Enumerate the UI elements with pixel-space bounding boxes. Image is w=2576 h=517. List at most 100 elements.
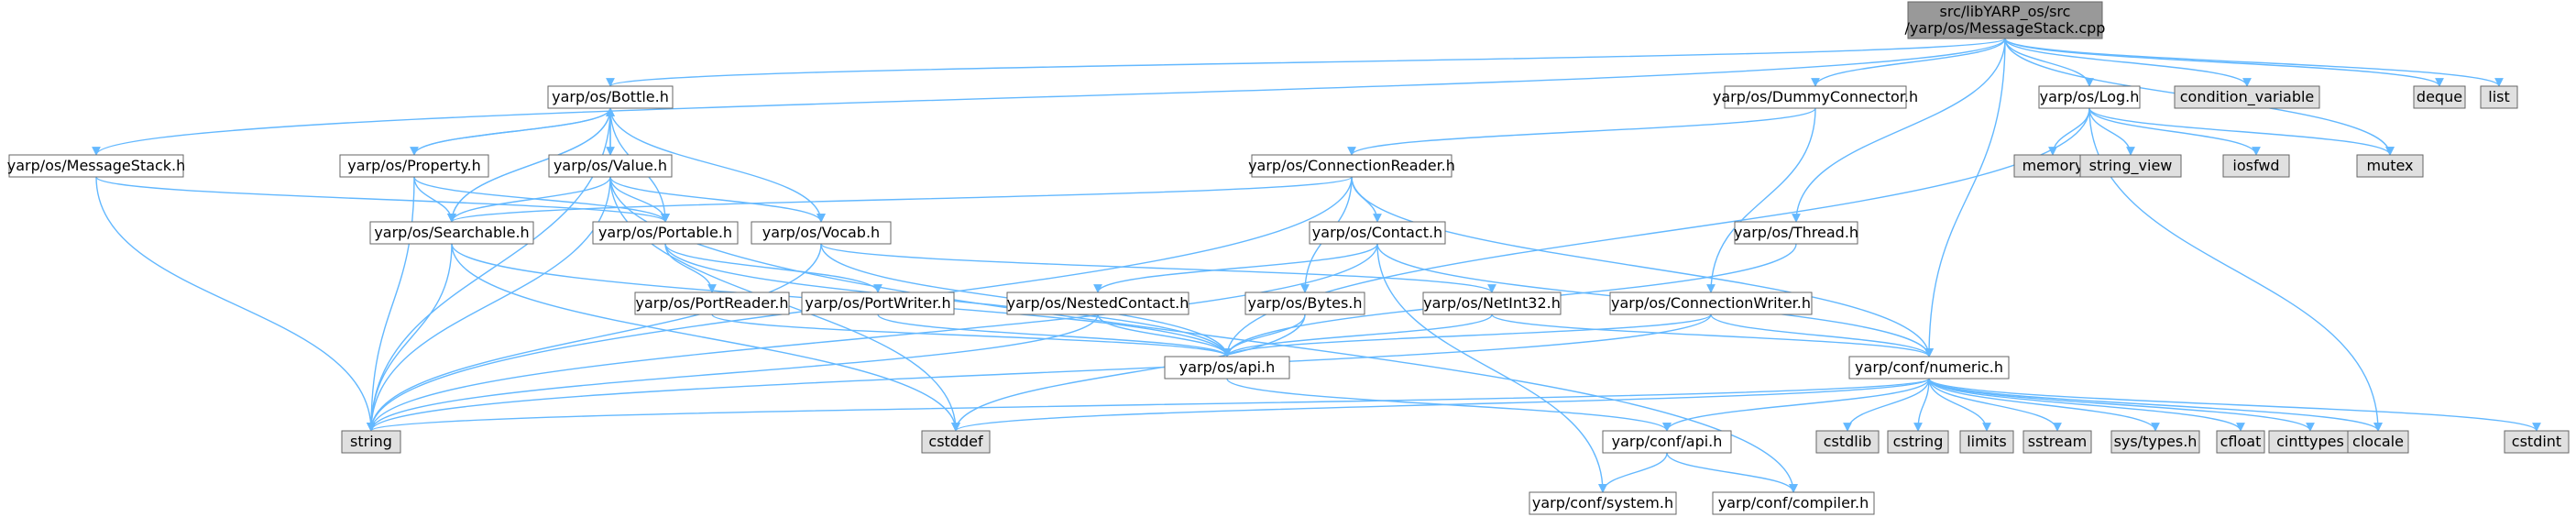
edge-numeric-to-clocale bbox=[1928, 378, 2383, 432]
node-box-limits bbox=[1959, 430, 2014, 454]
node-label-numeric: yarp/conf/numeric.h bbox=[1855, 358, 2003, 376]
node-connectionreader[interactable]: yarp/os/ConnectionReader.h bbox=[1248, 154, 1455, 178]
node-box-vocab bbox=[751, 221, 892, 245]
edge-root-to-numeric bbox=[1924, 38, 2006, 358]
edge-root-to-condition_variable bbox=[2004, 38, 2252, 87]
node-label-sstream: sstream bbox=[2028, 433, 2087, 450]
node-contact[interactable]: yarp/os/Contact.h bbox=[1309, 221, 1446, 245]
node-bottle[interactable]: yarp/os/Bottle.h bbox=[547, 85, 674, 109]
edge-root-to-dummyconnector bbox=[1811, 38, 2006, 87]
node-cfloat: cfloat bbox=[2216, 430, 2265, 454]
node-cstring: cstring bbox=[1887, 430, 1949, 454]
node-label-property: yarp/os/Property.h bbox=[347, 157, 481, 174]
dependency-edges bbox=[92, 38, 2541, 493]
edge-bytes-to-cstddef bbox=[951, 314, 1306, 432]
node-box-log bbox=[2038, 85, 2141, 109]
edge-numeric-to-cstddef bbox=[951, 378, 1930, 432]
node-value[interactable]: yarp/os/Value.h bbox=[548, 154, 673, 178]
node-box-compiler bbox=[1712, 491, 1875, 515]
node-box-memory bbox=[2013, 154, 2092, 178]
edge-property-to-portable bbox=[413, 176, 670, 223]
edge-log-to-mutex bbox=[2088, 107, 2395, 156]
node-log[interactable]: yarp/os/Log.h bbox=[2038, 85, 2141, 109]
node-condition_variable: condition_variable bbox=[2174, 85, 2320, 109]
node-system[interactable]: yarp/conf/system.h bbox=[1529, 491, 1677, 515]
node-label-condition_variable: condition_variable bbox=[2180, 88, 2315, 106]
node-dummyconnector[interactable]: yarp/os/DummyConnector.h bbox=[1713, 85, 1918, 109]
edge-numeric-to-sstream bbox=[1928, 378, 2062, 432]
node-label-cstddef: cstddef bbox=[928, 433, 983, 450]
node-label-contact: yarp/os/Contact.h bbox=[1312, 224, 1442, 241]
edge-root-to-deque bbox=[2004, 38, 2444, 87]
node-cinttypes: cinttypes bbox=[2268, 430, 2352, 454]
node-portable[interactable]: yarp/os/Portable.h bbox=[592, 221, 739, 245]
node-box-cinttypes bbox=[2268, 430, 2352, 454]
edge-portable-to-portwriter bbox=[664, 243, 882, 293]
node-label-portreader: yarp/os/PortReader.h bbox=[635, 294, 788, 312]
edge-portreader-to-api bbox=[711, 314, 1232, 358]
node-clocale: clocale bbox=[2347, 430, 2409, 454]
node-list: list bbox=[2480, 85, 2518, 109]
node-box-condition_variable bbox=[2174, 85, 2320, 109]
node-box-nestedcontact bbox=[1006, 292, 1189, 315]
node-connectionwriter[interactable]: yarp/os/ConnectionWriter.h bbox=[1609, 292, 1813, 315]
node-box-portreader bbox=[634, 292, 790, 315]
node-label-bottle: yarp/os/Bottle.h bbox=[552, 88, 669, 105]
node-root[interactable]: src/libYARP_os/src/yarp/os/MessageStack.… bbox=[1905, 1, 2106, 39]
node-box-string bbox=[341, 430, 401, 454]
node-vocab[interactable]: yarp/os/Vocab.h bbox=[751, 221, 892, 245]
node-box-searchable bbox=[369, 221, 534, 245]
node-box-system bbox=[1529, 491, 1677, 515]
node-thread[interactable]: yarp/os/Thread.h bbox=[1734, 221, 1858, 245]
edge-value-to-vocab bbox=[609, 176, 826, 223]
node-netint32[interactable]: yarp/os/NetInt32.h bbox=[1422, 292, 1562, 315]
node-label-portable: yarp/os/Portable.h bbox=[598, 224, 732, 241]
node-systypes: sys/types.h bbox=[2110, 430, 2200, 454]
node-api[interactable]: yarp/os/api.h bbox=[1164, 356, 1290, 380]
node-label-cstdint: cstdint bbox=[2512, 433, 2561, 450]
edge-property-to-searchable bbox=[413, 176, 456, 223]
node-confapi[interactable]: yarp/conf/api.h bbox=[1602, 430, 1732, 454]
node-portreader[interactable]: yarp/os/PortReader.h bbox=[634, 292, 790, 315]
node-bytes[interactable]: yarp/os/Bytes.h bbox=[1244, 292, 1365, 315]
edge-searchable-to-cstddef bbox=[451, 243, 960, 432]
node-numeric[interactable]: yarp/conf/numeric.h bbox=[1848, 356, 2010, 380]
edge-connectionwriter-to-string bbox=[367, 314, 1712, 432]
node-box-cstdlib bbox=[1815, 430, 1880, 454]
node-label-cfloat: cfloat bbox=[2220, 433, 2262, 450]
edge-dummyconnector-to-connectionreader bbox=[1347, 107, 1816, 156]
node-label-systypes: sys/types.h bbox=[2114, 433, 2198, 450]
node-property[interactable]: yarp/os/Property.h bbox=[339, 154, 489, 178]
node-label-value: yarp/os/Value.h bbox=[554, 157, 667, 174]
node-deque: deque bbox=[2413, 85, 2466, 109]
node-box-mutex bbox=[2356, 154, 2424, 178]
node-box-connectionreader bbox=[1251, 154, 1452, 178]
edge-numeric-to-limits bbox=[1928, 378, 1991, 432]
node-box-systypes bbox=[2110, 430, 2200, 454]
edge-root-to-thread bbox=[1792, 38, 2006, 223]
node-label-iosfwd: iosfwd bbox=[2232, 157, 2279, 174]
edge-portwriter-to-api bbox=[877, 314, 1232, 358]
edge-numeric-to-systypes bbox=[1928, 378, 2160, 432]
node-messagestack_h[interactable]: yarp/os/MessageStack.h bbox=[7, 154, 186, 178]
node-label-mutex: mutex bbox=[2366, 157, 2413, 174]
edge-vocab-to-string bbox=[367, 243, 822, 432]
node-portwriter[interactable]: yarp/os/PortWriter.h bbox=[801, 292, 955, 315]
node-label-dummyconnector: yarp/os/DummyConnector.h bbox=[1713, 88, 1918, 105]
edge-contact-to-nestedcontact bbox=[1093, 243, 1378, 293]
edge-root-to-bottle bbox=[606, 38, 2006, 87]
edge-value-to-string bbox=[367, 176, 611, 432]
node-label-portwriter: yarp/os/PortWriter.h bbox=[805, 294, 950, 312]
edge-log-to-string_view bbox=[2088, 107, 2135, 156]
edge-confapi-to-system bbox=[1598, 452, 1668, 493]
node-iosfwd: iosfwd bbox=[2222, 154, 2290, 178]
node-sstream: sstream bbox=[2022, 430, 2092, 454]
node-box-netint32 bbox=[1422, 292, 1562, 315]
node-label-cstring: cstring bbox=[1893, 433, 1944, 450]
edge-value-to-searchable bbox=[447, 176, 611, 223]
node-searchable[interactable]: yarp/os/Searchable.h bbox=[369, 221, 534, 245]
edge-messagestack_h-to-portable bbox=[95, 176, 670, 223]
node-nestedcontact[interactable]: yarp/os/NestedContact.h bbox=[1006, 292, 1189, 315]
node-compiler[interactable]: yarp/conf/compiler.h bbox=[1712, 491, 1875, 515]
edge-netint32-to-api bbox=[1222, 314, 1493, 358]
